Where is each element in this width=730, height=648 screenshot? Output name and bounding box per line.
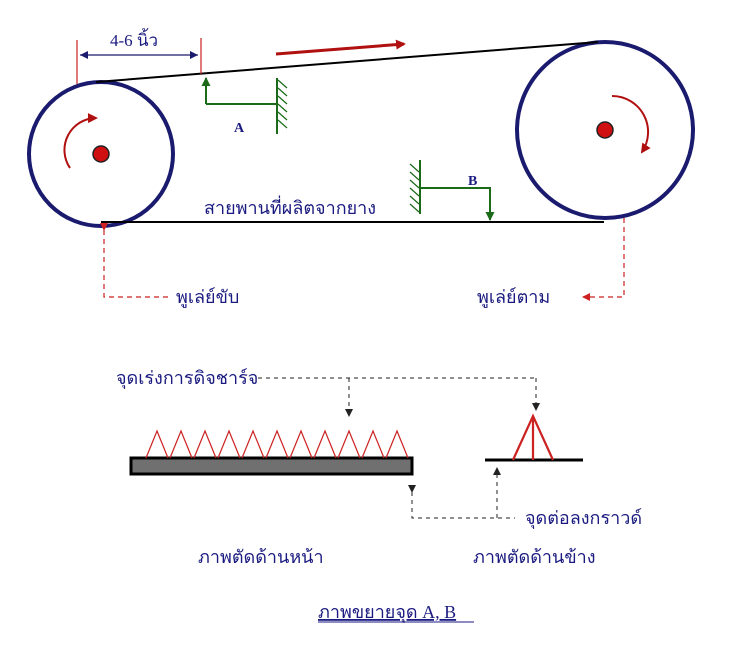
point-a-ground-symbol <box>201 77 288 134</box>
driven-rotation-arrow-icon <box>611 94 651 154</box>
belt-label: สายพานที่ผลิตจากยาง <box>204 195 376 218</box>
brush-bar <box>129 456 414 476</box>
distance-label: 4-6 นิ้ว <box>110 28 158 50</box>
distance-dimension <box>76 38 202 84</box>
side-section-brush <box>485 413 583 462</box>
side-section-label: ภาพตัดด้านข้าง <box>473 547 596 567</box>
ground-point-label: จุดต่อลงกราวด์ <box>525 508 642 529</box>
figure-caption: ภาพขยายจุด A, B <box>318 602 456 623</box>
driven-pulley-hub <box>596 121 614 139</box>
driver-pulley-leader <box>100 223 170 298</box>
front-section-brush <box>129 429 414 476</box>
front-section-label: ภาพตัดด้านหน้า <box>198 547 324 567</box>
point-b-ground-symbol <box>409 160 495 221</box>
driven-pulley-leader <box>582 218 625 301</box>
driven-pulley <box>515 40 695 220</box>
driver-rotation-arrow-icon <box>63 113 98 169</box>
point-b-label: B <box>468 174 477 189</box>
discharge-points-label: จุดเร่งการดิจชาร์จ <box>116 368 258 389</box>
brush-spikes <box>145 429 409 459</box>
discharge-points-leaders <box>258 377 540 417</box>
driven-pulley-label: พูเล่ย์ตาม <box>477 287 550 308</box>
driver-pulley-label: พูเล่ย์ขับ <box>176 287 239 308</box>
ground-point-leaders <box>408 467 515 519</box>
belt-direction-arrow-icon <box>275 39 406 56</box>
point-a-label: A <box>234 121 245 136</box>
belt <box>95 41 604 223</box>
driver-pulley-hub <box>92 145 110 163</box>
driver-pulley <box>27 80 175 228</box>
